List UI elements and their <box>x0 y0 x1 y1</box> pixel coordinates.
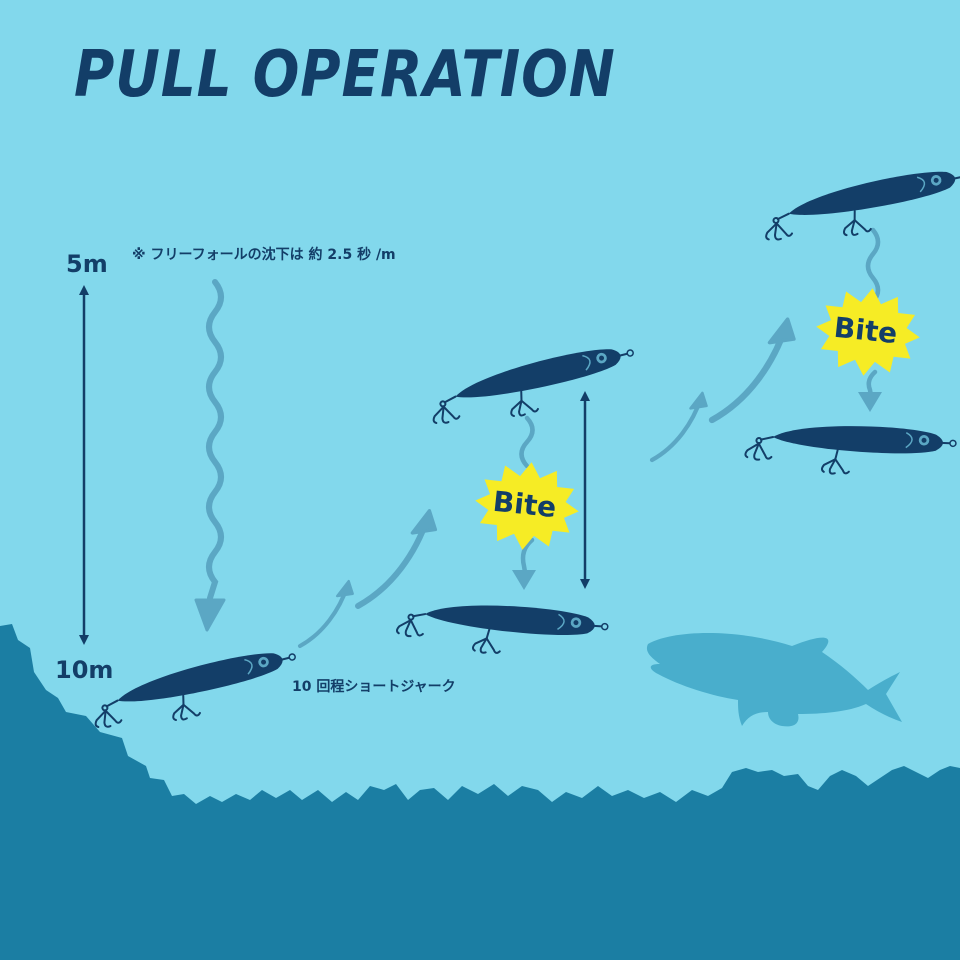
page-title: PULL OPERATION <box>74 38 616 112</box>
short-jerk-note: 10 回程ショートジャーク <box>292 679 456 695</box>
bite-label: Bite <box>491 484 558 525</box>
rise-arrow-icon <box>300 581 353 646</box>
lure-icon <box>743 421 958 479</box>
lure-icon <box>394 597 610 663</box>
lure-icon <box>86 641 305 742</box>
wavy-arrow-icon <box>512 415 536 590</box>
bite-label: Bite <box>832 310 899 351</box>
wavy-arrow-icon <box>858 227 882 412</box>
rise-arrow-icon <box>712 319 794 420</box>
depth-bottom-label: 10m <box>55 656 114 684</box>
seabed <box>0 624 960 960</box>
lure-icon <box>424 337 643 438</box>
free-fall-note: ※ フリーフォールの沈下は 約 2.5 秒 /m <box>132 247 396 263</box>
rise-arrow-icon <box>652 393 707 460</box>
rise-arrow-icon <box>358 511 435 606</box>
wavy-arrow-icon <box>194 279 226 632</box>
lure-icon <box>758 160 960 255</box>
fish-silhouette-icon <box>646 633 902 727</box>
depth-top-label: 5m <box>66 250 108 278</box>
